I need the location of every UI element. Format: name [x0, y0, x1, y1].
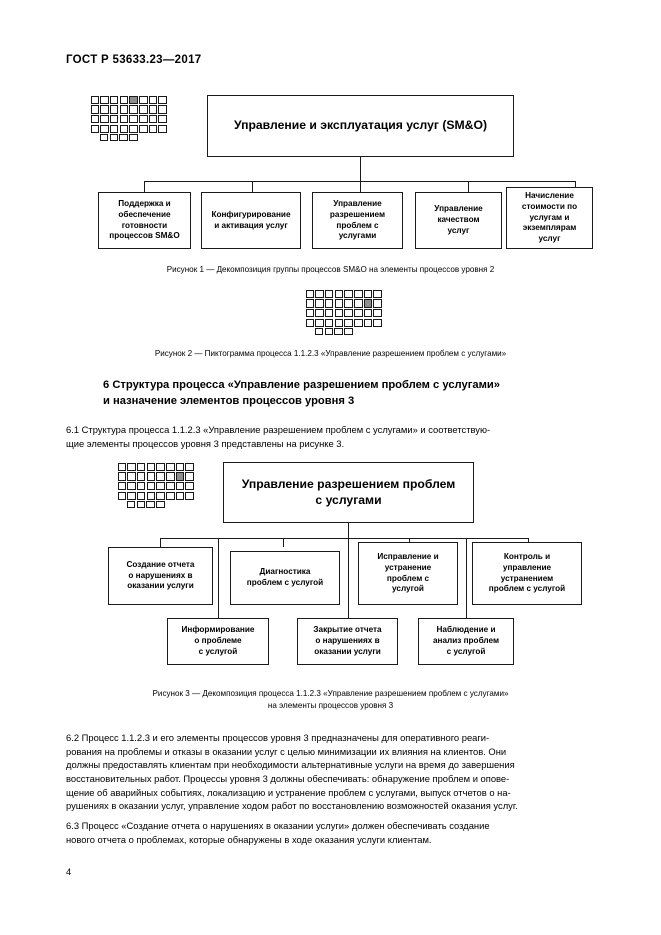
- figure1-child-label-2: Конфигурирование и активация услуг: [211, 209, 291, 230]
- standard-number-header: ГОСТ Р 53633.23—2017: [66, 54, 202, 66]
- figure3-row2-node-2: Закрытие отчета о нарушениях в оказании …: [297, 618, 398, 665]
- paragraph-6-2: 6.2 Процесс 1.1.2.3 и его элементы проце…: [66, 732, 518, 812]
- figure3-row2-label-2: Закрытие отчета о нарушениях в оказании …: [313, 625, 382, 656]
- connector-drop: [468, 181, 470, 193]
- connector-drop: [160, 538, 162, 547]
- page-number: 4: [66, 866, 72, 877]
- connector-drop: [283, 538, 285, 547]
- figure1-child-node-3: Управление разрешением проблем с услугам…: [312, 192, 403, 249]
- figure3-row1-label-4: Контроль и управление устранением пробле…: [488, 551, 566, 594]
- figure1-child-node-2: Конфигурирование и активация услуг: [201, 192, 301, 249]
- figure3-root-label: Управление разрешением проблем с услугам…: [241, 476, 456, 507]
- figure3-row1-node-4: Контроль и управление устранением пробле…: [472, 542, 582, 605]
- figure1-child-label-5: Начисление стоимости по услугам и экземп…: [521, 190, 578, 244]
- figure-3-caption: Рисунок 3 — Декомпозиция процесса 1.1.2.…: [152, 689, 509, 710]
- process-pictogram-1-1-2-3-icon: [117, 462, 195, 508]
- figure3-row1-node-1: Создание отчета о нарушениях в оказании …: [108, 547, 213, 605]
- figure3-root-node: Управление разрешением проблем с услугам…: [223, 462, 474, 523]
- figure1-child-node-4: Управление качеством услуг: [415, 192, 502, 249]
- figure3-row1-label-2: Диагностика проблем с услугой: [246, 567, 324, 587]
- paragraph-6-3: 6.3 Процесс «Создание отчета о нарушения…: [66, 820, 490, 845]
- paragraph-6-1: 6.1 Структура процесса 1.1.2.3 «Управлен…: [66, 424, 491, 449]
- figure-1-caption: Рисунок 1 — Декомпозиция группы процессо…: [166, 265, 495, 274]
- connector-drop: [466, 538, 468, 618]
- figure3-row1-node-3: Исправление и устранение проблем с услуг…: [358, 542, 458, 605]
- figure1-child-node-5: Начисление стоимости по услугам и экземп…: [506, 187, 593, 249]
- connector-drop: [252, 181, 254, 193]
- figure3-row2-node-1: Информирование о проблеме с услугой: [167, 618, 269, 665]
- figure3-row2-label-3: Наблюдение и анализ проблем с услугой: [432, 625, 500, 656]
- figure3-row2-label-1: Информирование о проблеме с услугой: [181, 625, 255, 656]
- process-pictogram-1-1-2-3-icon: [305, 289, 383, 335]
- connector-vertical: [348, 523, 350, 544]
- connector-vertical: [360, 157, 362, 181]
- figure-2-caption: Рисунок 2 — Пиктограмма процесса 1.1.2.3…: [154, 349, 507, 358]
- figure1-root-node: Управление и эксплуатация услуг (SM&O): [207, 95, 514, 157]
- connector-horizontal: [160, 538, 528, 540]
- connector-drop: [360, 181, 362, 193]
- connector-drop: [144, 181, 146, 193]
- figure3-row2-node-3: Наблюдение и анализ проблем с услугой: [418, 618, 514, 665]
- connector-drop: [218, 538, 220, 618]
- figure1-root-label: Управление и эксплуатация услуг (SM&O): [233, 118, 488, 133]
- process-pictogram-smo-icon: [90, 95, 168, 141]
- figure1-child-label-4: Управление качеством услуг: [434, 204, 483, 235]
- figure1-child-node-1: Поддержка и обеспечение готовности проце…: [98, 192, 191, 249]
- figure3-row1-node-2: Диагностика проблем с услугой: [230, 551, 340, 605]
- figure1-child-label-1: Поддержка и обеспечение готовности проце…: [109, 198, 180, 241]
- figure3-row1-label-1: Создание отчета о нарушениях в оказании …: [126, 559, 195, 591]
- figure1-child-label-3: Управление разрешением проблем с услугам…: [329, 198, 386, 241]
- figure3-row1-label-3: Исправление и устранение проблем с услуг…: [377, 551, 439, 594]
- section-6-heading: 6 Структура процесса «Управление разреше…: [103, 379, 500, 408]
- connector-drop: [348, 538, 350, 618]
